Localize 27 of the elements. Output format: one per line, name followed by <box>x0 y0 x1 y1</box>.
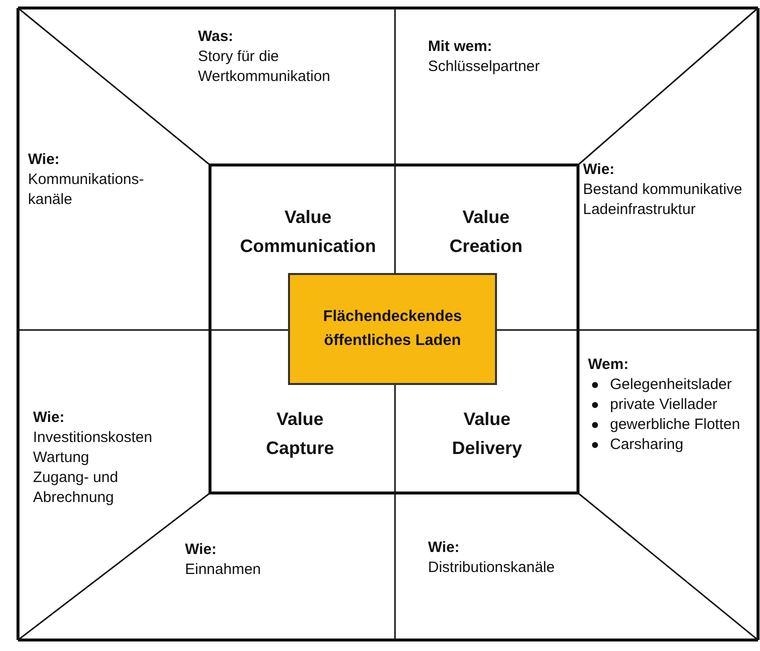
region-heading: Wie: <box>583 160 616 180</box>
center-label: Flächendeckendes öffentliches Laden <box>322 307 463 351</box>
center-box <box>288 273 497 385</box>
region-text: Investitionskosten <box>33 428 154 448</box>
list-item: Carsharing <box>588 435 760 455</box>
region-heading: Wie: <box>428 538 461 558</box>
region-text: Kommunikations- kanäle <box>28 170 145 210</box>
region-heading: Mit wem: <box>428 37 494 57</box>
region-heading: Wie: <box>33 408 66 428</box>
region-text: Zugang- und Abrechnung <box>33 468 120 508</box>
quadrant-title: Value Delivery <box>427 405 547 463</box>
quadrant-title: Value Capture <box>240 405 360 463</box>
region-text: Einnahmen <box>185 560 262 580</box>
region-heading: Wem: <box>588 355 630 375</box>
region-text: Schlüsselpartner <box>428 57 541 77</box>
list-item: Gelegenheitslader <box>588 375 760 395</box>
region-heading: Wie: <box>28 150 61 170</box>
quadrant-title: Value Communication <box>218 203 398 261</box>
region-text: Distributionskanäle <box>428 558 556 578</box>
region-heading: Was: <box>198 27 234 47</box>
list-item: private Viellader <box>588 395 760 415</box>
quadrant-title: Value Creation <box>426 203 546 261</box>
region-text: Story für die Wertkommunikation <box>198 47 332 87</box>
list-item: gewerbliche Flotten <box>588 415 760 435</box>
region-text: Bestand kommunikative Ladeinfrastruktur <box>583 180 743 220</box>
region-heading: Wie: <box>185 540 218 560</box>
region-text: Wartung <box>33 448 90 468</box>
